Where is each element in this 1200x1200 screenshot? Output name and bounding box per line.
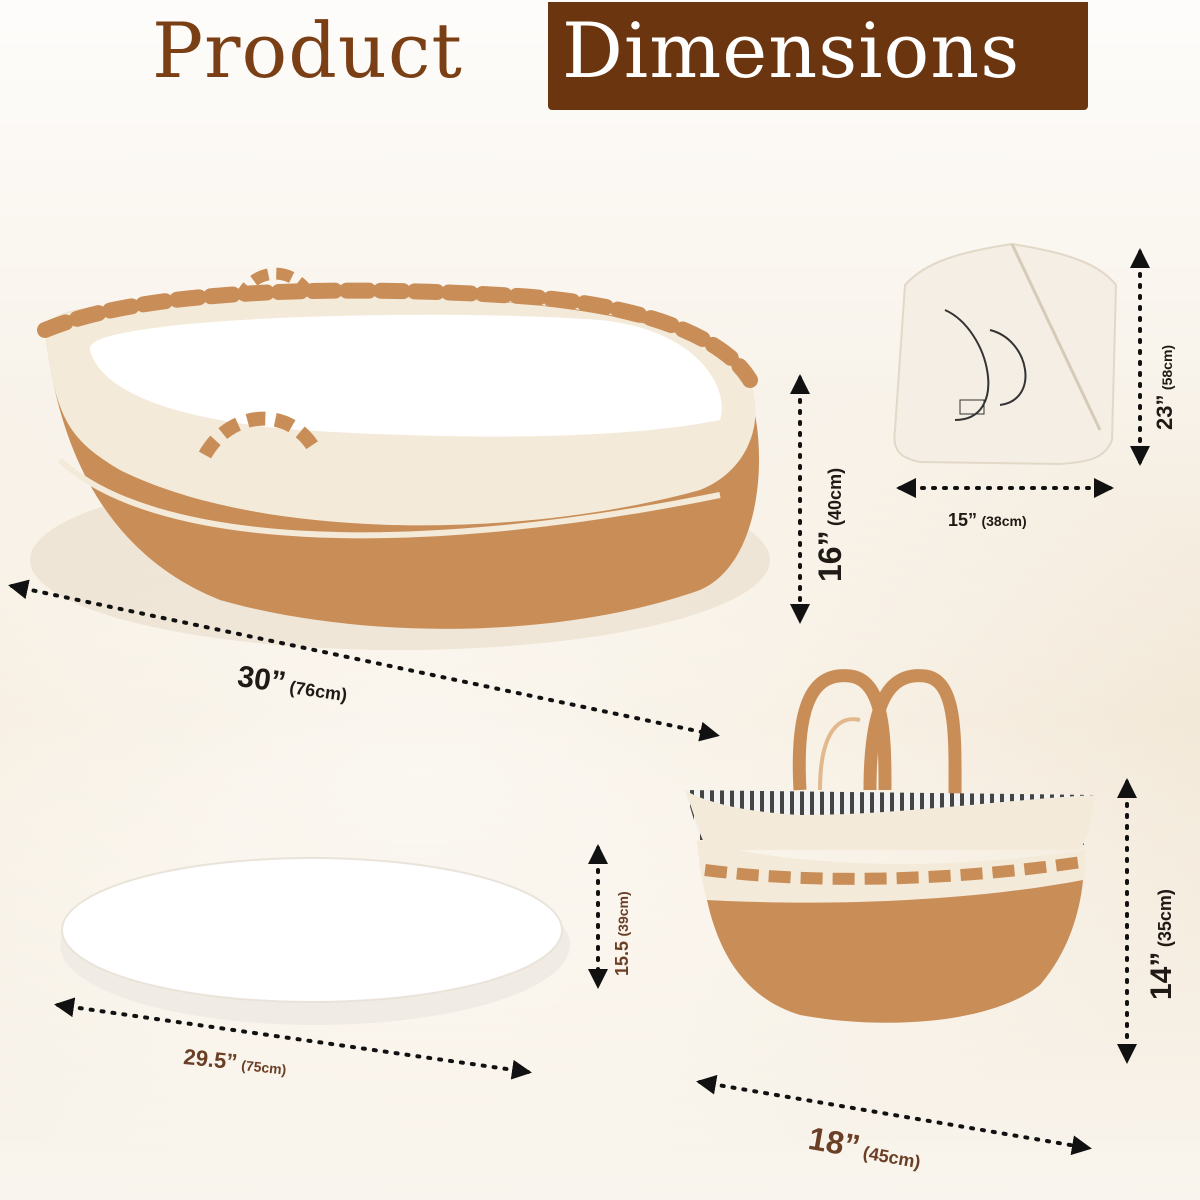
title-word-dimensions: Dimensions xyxy=(562,6,1021,95)
diaper-caddy-height-in: 14” xyxy=(1145,951,1178,1000)
moses-basket-width-in: 30” xyxy=(235,660,288,700)
moses-basket-height-cm: (40cm) xyxy=(825,467,845,526)
diaper-caddy-width-cm: (45cm) xyxy=(861,1142,923,1173)
moses-basket-image xyxy=(30,267,770,650)
storage-bag-width-cm: (38cm) xyxy=(981,513,1027,529)
storage-bag-height-label: 23” (58cm) xyxy=(1152,345,1178,430)
moses-basket-height-label: 16” (40cm) xyxy=(812,468,849,582)
moses-basket-width-cm: (76cm) xyxy=(288,677,349,706)
moses-basket-height-in: 16” xyxy=(812,530,848,582)
title-highlight-box xyxy=(548,2,1088,110)
diaper-caddy-height-cm: (35cm) xyxy=(1155,889,1175,948)
storage-bag-height-in: 23” xyxy=(1152,394,1177,430)
storage-bag-image xyxy=(893,242,1118,466)
diaper-caddy-width-in: 18” xyxy=(805,1120,863,1165)
mattress-pad-image xyxy=(60,857,570,1025)
storage-bag-height-cm: (58cm) xyxy=(1159,344,1175,391)
storage-bag-width-label: 15” (38cm) xyxy=(948,510,1027,531)
title-word-product: Product xyxy=(152,6,463,95)
diaper-caddy-image xyxy=(685,669,1095,1023)
diaper-caddy-height-label: 14” (35cm) xyxy=(1145,889,1179,1000)
mattress-pad-height-in: 15.5 xyxy=(612,940,632,976)
storage-bag-width-in: 15” xyxy=(948,510,978,530)
page-title: Product Dimensions xyxy=(0,2,1200,112)
mattress-pad-width-cm: (75cm) xyxy=(240,1057,288,1078)
mattress-pad-height-label: 15.5 (39cm) xyxy=(612,891,633,976)
dimension-lines xyxy=(8,248,1150,1156)
mattress-pad-height-cm: (39cm) xyxy=(615,891,631,937)
mattress-pad-width-in: 29.5” xyxy=(182,1044,239,1075)
